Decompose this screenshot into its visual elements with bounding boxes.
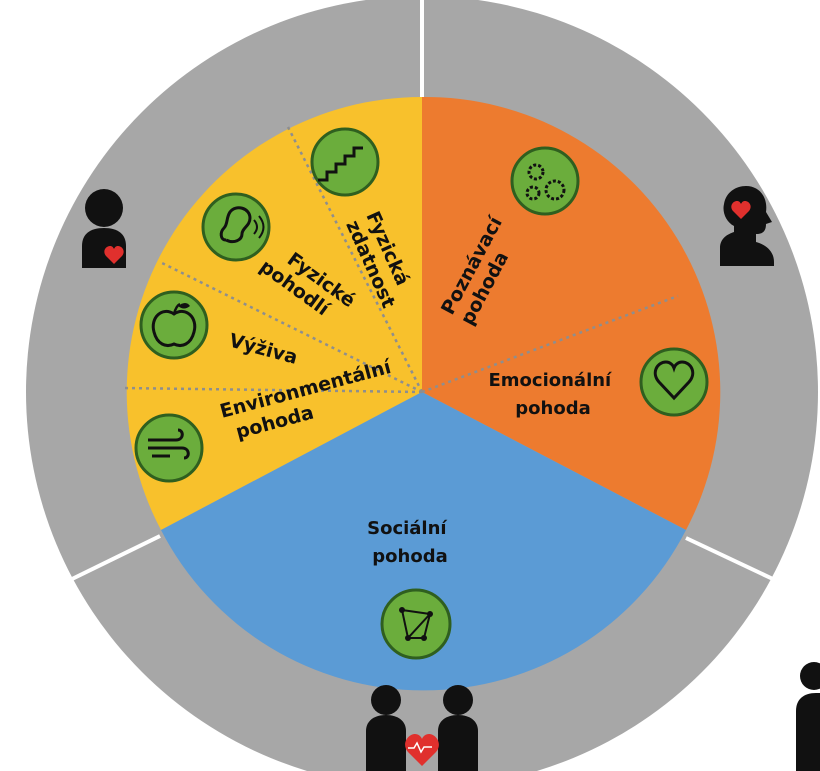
gears-icon	[510, 146, 580, 216]
ear-icon	[201, 192, 271, 262]
label-social: Sociální pohoda	[367, 518, 453, 567]
apple-icon	[139, 290, 209, 360]
stairs-icon	[310, 127, 380, 197]
inner-pie	[126, 96, 721, 691]
segment-mental	[422, 96, 721, 531]
segment-social	[161, 392, 686, 691]
network-icon	[380, 588, 452, 660]
head-with-heart-icon	[720, 186, 774, 266]
label-emotional: Emocionální pohoda	[488, 370, 617, 419]
heart-outline-icon	[639, 347, 709, 417]
two-people-heart-icon	[366, 685, 478, 771]
person-partial-icon	[796, 662, 820, 771]
dotted-dividers	[121, 126, 679, 394]
person-with-heart-icon	[82, 189, 126, 268]
segment-physical	[126, 96, 423, 530]
wind-icon	[134, 413, 204, 483]
